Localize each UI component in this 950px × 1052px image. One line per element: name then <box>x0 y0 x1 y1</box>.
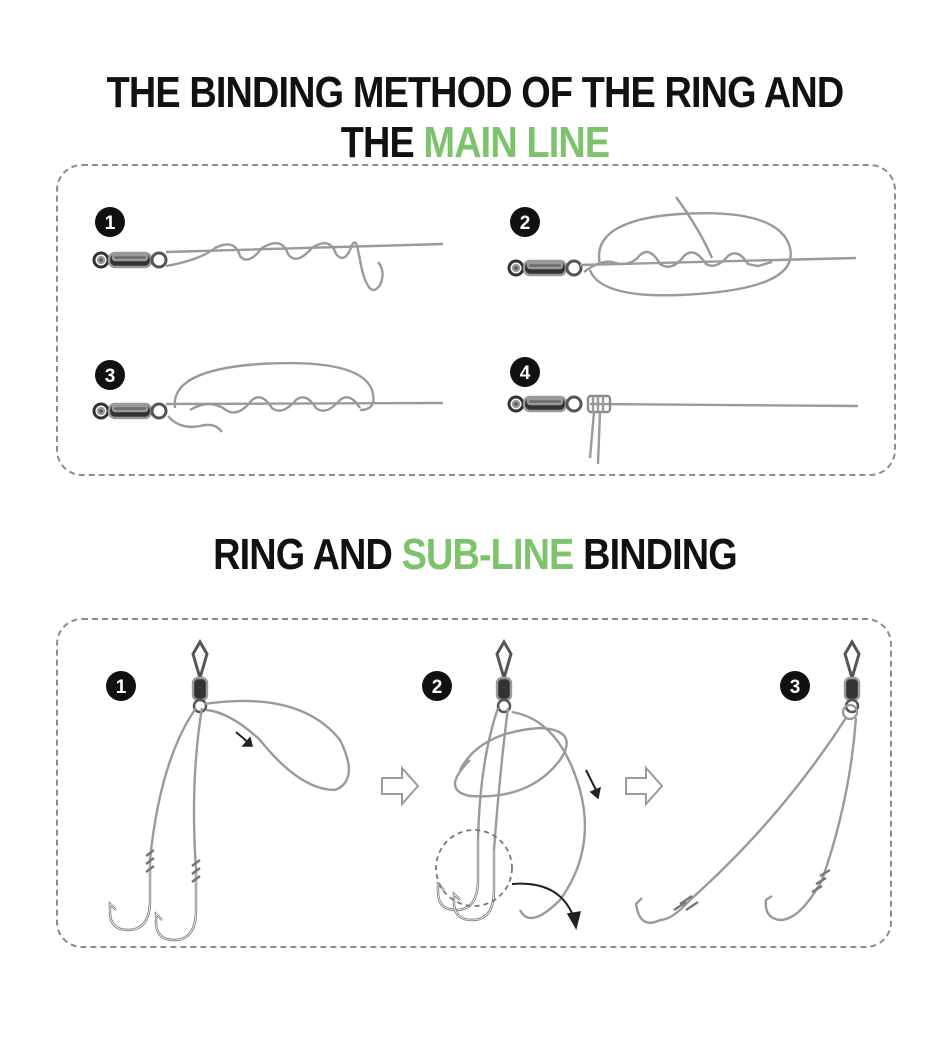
step-badge-3: 3 <box>780 671 810 701</box>
step-2-illustration <box>507 196 857 297</box>
step-badge-1: 1 <box>106 671 136 701</box>
title-text: THE BINDING METHOD OF THE RING AND THE <box>106 68 845 167</box>
main-line-steps-panel <box>56 164 896 476</box>
sub-line-steps-panel <box>56 618 892 948</box>
step-number: 2 <box>520 213 531 234</box>
next-step-arrow-icon <box>625 765 664 807</box>
step-3-illustration <box>92 361 444 433</box>
next-step-arrow-icon <box>381 765 420 807</box>
sub-line-step-2-illustration <box>435 640 602 930</box>
step-number: 1 <box>105 213 116 234</box>
title-text: RING AND <box>213 530 402 579</box>
step-number: 3 <box>790 677 801 698</box>
section-title-sub-line: RING AND SUB-LINE BINDING <box>67 530 884 580</box>
step-badge-4: 4 <box>510 357 540 387</box>
step-number: 4 <box>520 363 531 384</box>
title-accent: MAIN LINE <box>423 118 611 167</box>
step-badge-1: 1 <box>95 207 125 237</box>
section-title-main-line: THE BINDING METHOD OF THE RING AND THE M… <box>67 68 884 168</box>
step-4-illustration <box>507 394 859 465</box>
sub-line-step-1-illustration <box>108 640 351 942</box>
step-1-illustration <box>92 241 444 292</box>
title-accent: SUB-LINE <box>401 530 575 579</box>
step-number: 3 <box>105 366 116 387</box>
title-text-end: BINDING <box>573 530 738 579</box>
sub-line-step-3-illustration <box>634 640 861 924</box>
step-badge-3: 3 <box>95 360 125 390</box>
step-badge-2: 2 <box>510 207 540 237</box>
step-number: 1 <box>116 677 127 698</box>
step-number: 2 <box>432 677 443 698</box>
step-badge-2: 2 <box>422 671 452 701</box>
